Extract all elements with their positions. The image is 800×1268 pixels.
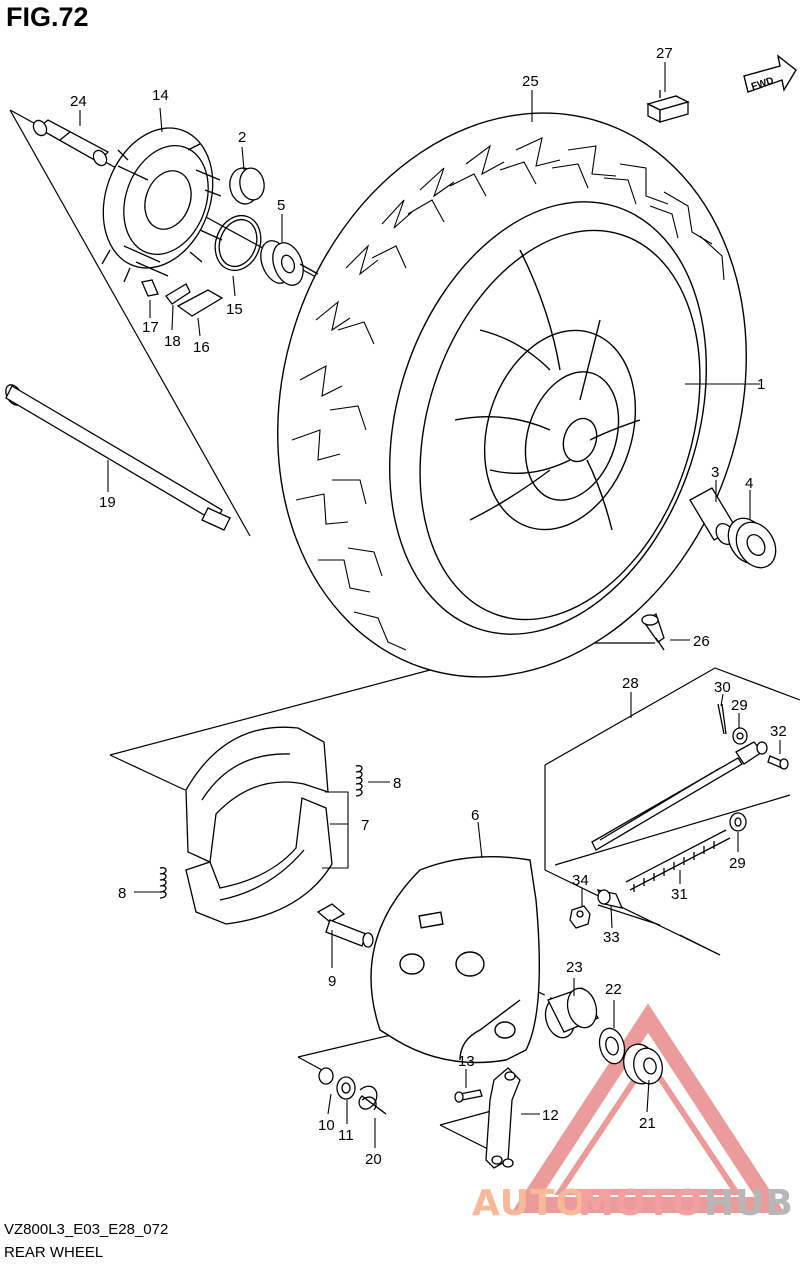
- callout-20: 20: [365, 1151, 382, 1168]
- watermark-logo: [511, 1003, 785, 1213]
- callout-32: 32: [770, 723, 787, 740]
- callout-21: 21: [639, 1115, 656, 1132]
- spring-20-part: [358, 1085, 387, 1115]
- callout-26: 26: [693, 633, 710, 650]
- cotter-pin-30-part: [717, 703, 727, 735]
- callout-5: 5: [277, 197, 285, 214]
- callout-18: 18: [164, 333, 181, 350]
- callout-labels: 1 2 3 4 5 6 7 8 8 9 10 11 12 13 14 15 16…: [70, 45, 787, 1168]
- seal-22-part: [598, 1027, 626, 1065]
- bolt-13-part: [454, 1089, 483, 1103]
- washer-29-upper-part: [732, 727, 748, 745]
- watermark-text-moto: MOTO: [578, 1183, 704, 1224]
- model-code: VZ800L3_E03_E28_072: [4, 1221, 169, 1238]
- watermark-text-hub: HUB: [704, 1183, 794, 1224]
- callout-25: 25: [522, 73, 539, 90]
- tire-valve-part: [641, 612, 665, 651]
- callout-14: 14: [152, 87, 169, 104]
- callout-24: 24: [70, 93, 87, 110]
- brake-panel-part: [370, 855, 541, 1064]
- callout-6: 6: [471, 807, 479, 824]
- leader-lines: [79, 62, 781, 1148]
- nut-21-part: [623, 1043, 663, 1085]
- nut-34-part: [569, 905, 591, 929]
- callout-4: 4: [745, 475, 753, 492]
- watermark-text-auto: AUTO: [472, 1183, 587, 1224]
- callout-8-lower: 8: [118, 885, 126, 902]
- callout-13: 13: [458, 1053, 475, 1070]
- callout-33: 33: [603, 929, 620, 946]
- callout-16: 16: [193, 339, 210, 356]
- brake-shoes-part: [185, 726, 333, 925]
- balance-weight-part: [646, 90, 690, 124]
- callout-12: 12: [542, 1107, 559, 1124]
- hub-group: [32, 119, 319, 317]
- washer-11-part: [336, 1076, 356, 1100]
- callout-10: 10: [318, 1117, 335, 1134]
- spring-lower-part: [159, 867, 167, 899]
- brake-cam-part: [316, 903, 374, 948]
- fwd-arrow-icon: FWD: [743, 54, 797, 93]
- callout-1: 1: [757, 376, 765, 393]
- callout-22: 22: [605, 981, 622, 998]
- callout-15: 15: [226, 301, 243, 318]
- callout-8-upper: 8: [393, 775, 401, 792]
- section-name: REAR WHEEL: [4, 1244, 104, 1261]
- rear-wheel-and-tire: [277, 112, 747, 678]
- brake-arm-part: [485, 1067, 521, 1169]
- circlip-10-part: [318, 1067, 334, 1085]
- axle-part: [5, 384, 231, 531]
- callout-28: 28: [622, 675, 639, 692]
- callout-2: 2: [238, 129, 246, 146]
- callout-23: 23: [566, 959, 583, 976]
- callout-17: 17: [142, 319, 159, 336]
- spring-upper-part: [355, 765, 363, 797]
- callout-9: 9: [328, 973, 336, 990]
- callout-29-lower: 29: [729, 855, 746, 872]
- washer-29-lower-part: [729, 812, 747, 832]
- callout-11: 11: [338, 1127, 354, 1144]
- spring-31-part: [625, 829, 731, 892]
- callout-19: 19: [99, 494, 116, 511]
- callout-29-upper: 29: [731, 697, 748, 714]
- bearing-part: [727, 517, 777, 569]
- callout-34: 34: [572, 872, 589, 889]
- pin-32-part: [767, 755, 789, 770]
- spacer-23-part: [544, 987, 599, 1039]
- callout-7: 7: [361, 817, 369, 834]
- callout-31: 31: [671, 886, 688, 903]
- brake-rod-part: [591, 741, 768, 851]
- callout-3: 3: [711, 464, 719, 481]
- joint-33-part: [596, 889, 624, 909]
- callout-30: 30: [714, 679, 731, 696]
- figure-title: FIG.72: [6, 2, 89, 32]
- watermark-text: AUTO MOTO HUB: [472, 1183, 794, 1224]
- callout-27: 27: [656, 45, 673, 62]
